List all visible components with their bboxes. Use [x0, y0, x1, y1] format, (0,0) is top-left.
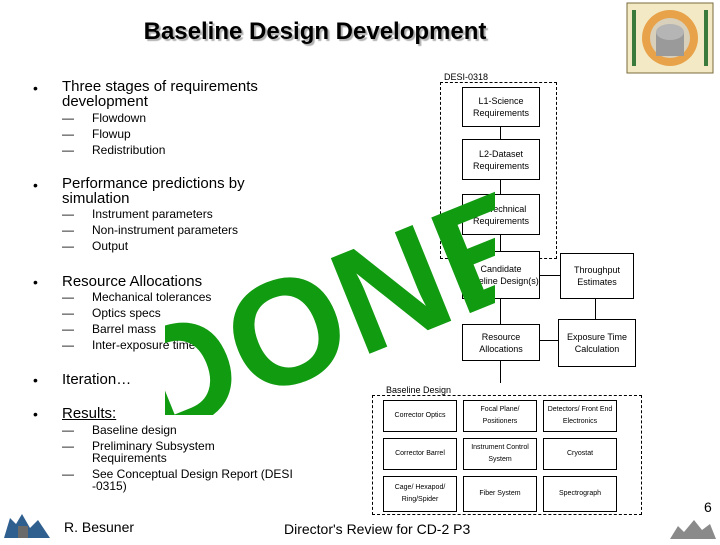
component-cell: Cage/ Hexapod/ Ring/Spider [383, 476, 457, 512]
sub-item: —See Conceptual Design Report (DESI -031… [62, 467, 293, 493]
sub-item: —Mechanical tolerances [62, 290, 212, 304]
throughput-estimates-box: Throughput Estimates [560, 253, 634, 299]
bullet-5-subs: —Baseline design —Preliminary Subsystem … [62, 424, 332, 492]
bullet-3-text: Resource Allocations [62, 273, 203, 290]
sub-item: —Output [62, 239, 129, 253]
sub-item: —Barrel mass [62, 322, 157, 336]
sub-item: —Baseline design [62, 423, 177, 437]
component-cell: Cryostat [543, 438, 617, 470]
resource-allocations-box: Resource Allocations [462, 324, 540, 361]
sub-item: —Flowdown [62, 111, 147, 125]
page-title: Baseline Design Development [143, 18, 487, 45]
bullet-5-text: Results: [62, 405, 117, 422]
bullet-marker: • [33, 80, 38, 96]
sub-item: —Optics specs [62, 306, 161, 320]
l3-technical-requirements-box: L3-Technical Requirements [462, 194, 540, 235]
logo-icon [626, 2, 714, 74]
sub-item: —Non-instrument parameters [62, 223, 239, 237]
bullet-marker: • [33, 274, 38, 290]
footer-author: R. Besuner [64, 519, 135, 535]
bullet-1-subs: —Flowdown —Flowup —Redistribution [62, 110, 165, 158]
footer-logo-icon [2, 508, 52, 540]
bullet-4-text: Iteration… [62, 371, 132, 388]
bullet-1-text: Three stages of requirements development [62, 78, 258, 110]
component-cell: Focal Plane/ Positioners [463, 400, 537, 432]
sub-item: —Flowup [62, 127, 131, 141]
exposure-time-box: Exposure Time Calculation [558, 319, 636, 367]
footer-center: Director's Review for CD-2 P3 [284, 521, 471, 537]
bullet-marker: • [33, 177, 38, 193]
sub-item: —Redistribution [62, 143, 166, 157]
component-cell: Spectrograph [543, 476, 617, 512]
bullet-marker: • [33, 406, 38, 422]
sub-item: —Inter-exposure time [62, 338, 196, 352]
doc-id-label: DESI-0318 [444, 72, 489, 82]
l1-science-requirements-box: L1-Science Requirements [462, 87, 540, 127]
component-cell: Corrector Barrel [383, 438, 457, 470]
bullet-3-subs: —Mechanical tolerances —Optics specs —Ba… [62, 289, 211, 353]
baseline-design-group [372, 395, 642, 515]
baseline-design-label: Baseline Design [384, 385, 454, 395]
l2-dataset-requirements-box: L2-Dataset Requirements [462, 139, 540, 180]
sub-item: —Instrument parameters [62, 207, 213, 221]
sub-item: —Preliminary Subsystem Requirements [62, 439, 215, 465]
page-number: 6 [704, 499, 712, 515]
component-cell: Fiber System [463, 476, 537, 512]
component-cell: Detectors/ Front End Electronics [543, 400, 617, 432]
component-cell: Corrector Optics [383, 400, 457, 432]
footer-right-icon [668, 514, 718, 540]
bullet-2-subs: —Instrument parameters —Non-instrument p… [62, 206, 238, 254]
component-cell: Instrument Control System [463, 438, 537, 470]
candidate-baseline-box: Candidate Baseline Design(s) [462, 251, 540, 299]
bullet-marker: • [33, 372, 38, 388]
bullet-2-text: Performance predictions by simulation [62, 175, 245, 207]
